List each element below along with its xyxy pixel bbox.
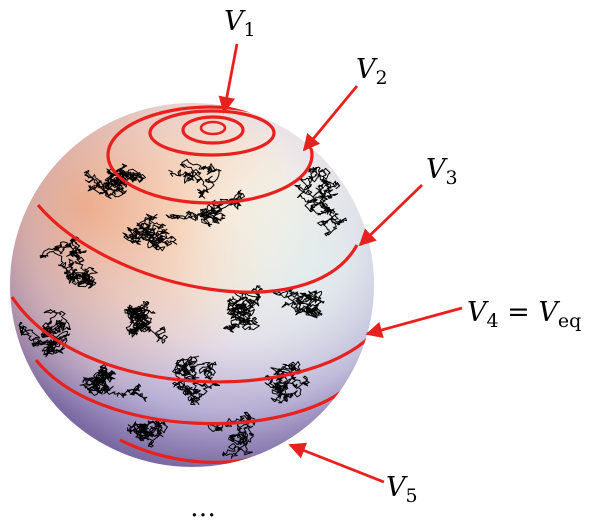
- arrows: [218, 43, 463, 484]
- arrow-v5: [288, 442, 385, 484]
- arrow-v4: [365, 306, 463, 339]
- arrow-v1: [218, 43, 239, 114]
- random-walk-segment: [83, 163, 147, 199]
- label-v4: V4 = Veq: [467, 297, 581, 332]
- contour-v1: [181, 115, 245, 145]
- label-v2: V2: [356, 54, 388, 89]
- label-v1: V1: [224, 6, 256, 41]
- arrow-v2: [302, 85, 359, 152]
- contour-v1-outer: [148, 109, 276, 157]
- contour-v4: [10, 296, 374, 384]
- random-walk-segment: [127, 418, 168, 448]
- label-v5: V5: [386, 472, 418, 507]
- random-walk-segment: [223, 285, 263, 333]
- random-walk-segment: [122, 213, 178, 252]
- random-walk-segment: [39, 236, 98, 289]
- contour-v5: [34, 358, 352, 426]
- contour-v1-inner: [199, 120, 227, 136]
- random-walk-segment: [297, 184, 347, 237]
- continuation-dots: …: [190, 493, 216, 523]
- random-walk-segment: [172, 355, 221, 405]
- random-walk-segment: [124, 301, 168, 344]
- label-v3: V3: [426, 154, 458, 189]
- random-walk-segment: [165, 189, 245, 228]
- arrow-v3: [358, 183, 423, 247]
- contour-v3: [36, 203, 359, 294]
- random-walk-segment: [79, 364, 148, 402]
- contour-v2: [106, 105, 314, 205]
- random-walk-segment: [272, 287, 325, 319]
- random-walk-segment: [168, 158, 222, 199]
